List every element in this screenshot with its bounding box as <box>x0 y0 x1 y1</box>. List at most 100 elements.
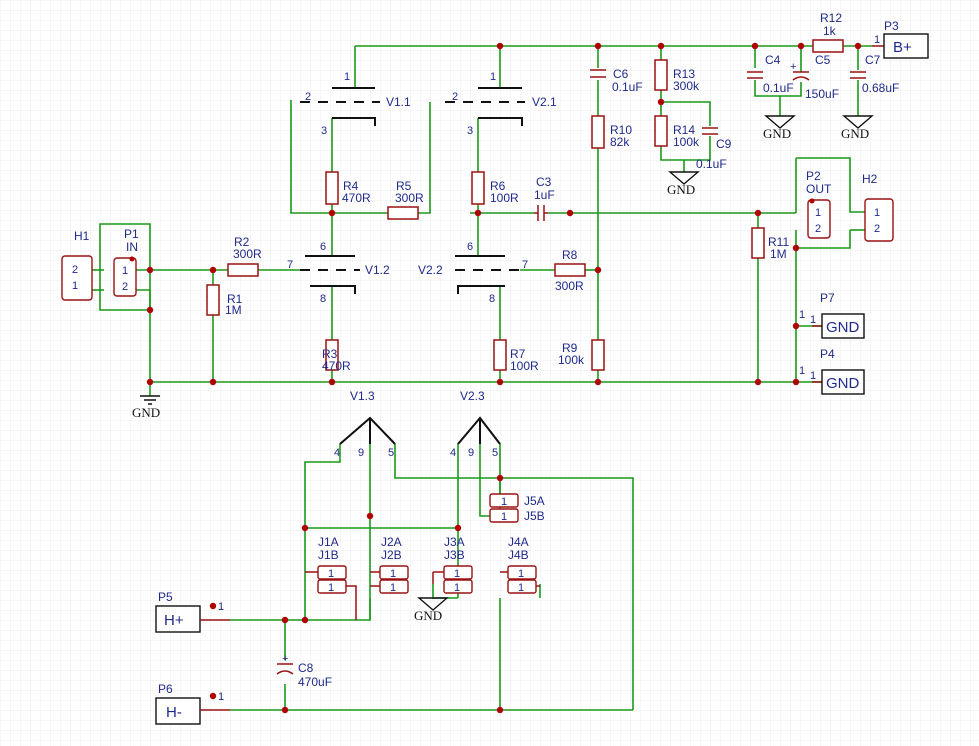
ref-label: R5 <box>396 179 412 193</box>
ref-label: R7 <box>510 347 526 361</box>
capacitor-c9[interactable]: C9 0.1uF <box>696 127 732 171</box>
junction-dot <box>594 266 602 274</box>
resistor-r1[interactable]: R1 1M <box>206 284 243 317</box>
capacitor-c3[interactable]: C3 1uF <box>534 175 555 221</box>
ref-label: H2 <box>862 172 878 186</box>
ref-label: R12 <box>820 11 842 25</box>
resistor-r11[interactable]: R11 1M <box>751 227 789 261</box>
resistor-r8[interactable]: R8 300R <box>554 248 586 293</box>
capacitor-c6[interactable]: C6 0.1uF <box>590 67 643 94</box>
resistor-r14[interactable]: R14 100k <box>654 115 700 149</box>
junction-dot <box>657 98 665 106</box>
tube-v2-1: V2.1 1 2 3 <box>445 71 557 137</box>
resistor-r5[interactable]: R5 300R <box>387 179 424 220</box>
capacitor-c8[interactable]: + C8 470uF <box>276 653 332 689</box>
port-label: GND <box>826 319 860 336</box>
value-label: 300k <box>673 79 700 93</box>
value-label: 100k <box>673 135 700 149</box>
ref-label: J2A <box>381 535 402 549</box>
pin-number: 1 <box>344 71 350 83</box>
pin-number: 8 <box>320 293 326 305</box>
connector-p1-in[interactable]: P1 IN 1 2 <box>113 227 139 297</box>
value-label: 470R <box>322 359 351 373</box>
pin-number: 6 <box>467 241 473 253</box>
value-label: 0.1uF <box>696 157 727 171</box>
pin-number: 3 <box>467 125 473 137</box>
junction-dot <box>594 42 602 50</box>
value-label: 0.1uF <box>612 80 643 94</box>
pin-number: 2 <box>305 91 311 103</box>
pin-number: 1 <box>390 568 396 580</box>
junction-dot <box>281 706 289 714</box>
connector-h2[interactable]: H2 1 2 <box>862 172 894 242</box>
pin-number: 1 <box>799 365 805 377</box>
ref-label: R13 <box>673 67 695 81</box>
pin-number: 2 <box>72 264 78 276</box>
pin-number: 1 <box>874 34 880 46</box>
resistor-r9[interactable]: R9 100k <box>558 339 605 371</box>
tube-label: V1.1 <box>386 95 411 109</box>
pin-number: 1 <box>72 280 78 292</box>
port-bplus[interactable]: B+ P3 1 <box>872 19 929 59</box>
ref-label: C7 <box>865 53 881 67</box>
port-label: H- <box>166 704 182 721</box>
connector-p2-out[interactable]: P2 OUT 1 2 <box>806 169 832 239</box>
resistor-r13[interactable]: R13 300k <box>654 59 700 93</box>
ref-label: C4 <box>765 53 781 67</box>
ground-label: GND <box>667 182 695 197</box>
ref-label: R2 <box>234 235 250 249</box>
ref-label: P3 <box>884 19 899 33</box>
ref-label: J2B <box>381 548 402 562</box>
junction-dot <box>301 524 309 532</box>
pin-number: 1 <box>218 601 224 613</box>
ref-label: R11 <box>768 235 789 249</box>
value-label: 100k <box>558 353 585 367</box>
port-gnd-p7[interactable]: GND P7 1 1 <box>799 291 865 339</box>
jumper-j1[interactable]: 1 1 J1A J1B <box>305 535 357 620</box>
port-hminus[interactable]: H- P6 1 <box>155 682 230 725</box>
pin-number: 6 <box>320 241 326 253</box>
resistor-r2[interactable]: R2 300R <box>227 235 262 277</box>
pin-number: 1 <box>815 207 821 219</box>
jumper-j4[interactable]: 1 1 J4A J4B <box>500 535 540 594</box>
ground-c4: GND <box>763 115 796 141</box>
ref-label: J5A <box>524 494 545 508</box>
value-label: 470uF <box>298 675 332 689</box>
capacitor-c4[interactable]: C4 0.1uF <box>747 53 794 95</box>
ref-label: C5 <box>815 53 831 67</box>
resistor-r7[interactable]: R7 100R <box>493 339 539 373</box>
ground-label: GND <box>763 126 791 141</box>
port-hplus[interactable]: H+ P5 1 <box>155 590 230 633</box>
resistor-r10[interactable]: R10 82k <box>591 115 632 149</box>
pin-number: 5 <box>492 447 498 459</box>
capacitor-c7[interactable]: C7 0.68uF <box>850 53 899 95</box>
value-label: 0.1uF <box>763 81 794 95</box>
ref-label: C3 <box>536 175 552 189</box>
junction-dot <box>146 378 154 386</box>
pin-number: 1 <box>810 314 816 326</box>
ref-label: R1 <box>227 292 243 306</box>
capacitor-c5[interactable]: + C5 150uF <box>790 53 839 101</box>
resistor-r4[interactable]: R4 470R <box>325 171 371 205</box>
jumper-j3[interactable]: 1 1 J3A J3B <box>432 535 473 594</box>
resistor-r6[interactable]: R6 100R <box>471 171 519 205</box>
ref-label: R6 <box>490 179 506 193</box>
tube-v2-3-heater: V2.3 4 9 5 <box>450 389 501 459</box>
value-label: 100R <box>490 191 519 205</box>
ref-label: J4B <box>508 548 529 562</box>
junctions <box>146 42 862 714</box>
ground-c7: GND <box>841 115 874 141</box>
jumper-j2[interactable]: 1 1 J2A J2B <box>370 535 409 594</box>
pin-number: 4 <box>334 447 340 459</box>
connector-h1[interactable]: H1 2 1 <box>61 229 93 301</box>
resistor-r3[interactable]: R3 470R <box>322 339 351 373</box>
port-name: IN <box>126 240 138 254</box>
ref-label: J1A <box>318 535 339 549</box>
ground-j3: GND <box>414 597 449 623</box>
value-label: 82k <box>610 135 630 149</box>
resistor-r12[interactable]: R12 1k <box>812 11 844 53</box>
port-gnd-p4[interactable]: GND P4 1 1 <box>799 347 865 395</box>
pin-number: 1 <box>501 496 507 508</box>
jumper-j5[interactable]: 1 1 J5A J5B <box>489 493 545 523</box>
